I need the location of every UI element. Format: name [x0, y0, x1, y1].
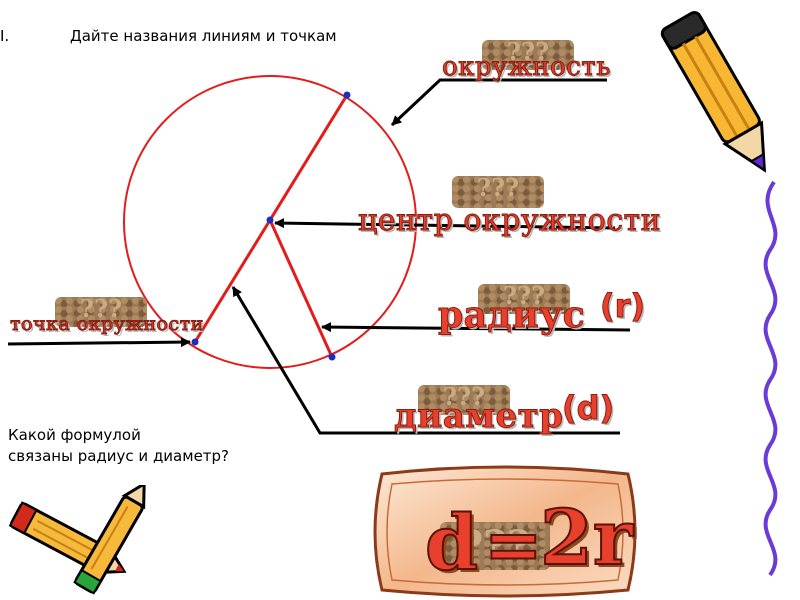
arrow-to-diameter — [231, 286, 620, 435]
label-radius: радиус — [437, 294, 586, 337]
question-line-1: Какой формулой — [8, 426, 141, 444]
question-text: Какой формулой связаны радиус и диаметр? — [8, 425, 229, 467]
mystery-box-center: ??? — [452, 176, 544, 208]
arrow-to-circle — [390, 78, 607, 127]
formula-left: d — [424, 498, 479, 587]
point-bottom — [328, 353, 336, 361]
label-center: центр окружности — [357, 203, 662, 239]
circle-outline — [123, 75, 417, 369]
label-radius-symbol: (r) — [599, 287, 646, 326]
arrow-to-center — [274, 218, 616, 230]
formula-mystery-box: ??? — [440, 522, 550, 570]
question-line-2: связаны радиус и диаметр? — [8, 447, 230, 465]
mystery-box-diameter: ??? — [418, 385, 510, 415]
section-number: I. — [0, 27, 10, 45]
formula-equals: = — [483, 503, 544, 586]
task-heading: Дайте названия линиям и точкам — [70, 27, 337, 45]
label-point: точка окружности — [10, 313, 204, 336]
label-diameter: диаметр — [393, 396, 564, 437]
center-point — [266, 216, 274, 224]
mystery-box-point: ??? — [55, 297, 147, 327]
arrow-to-radius — [321, 322, 631, 333]
crayons-icon — [8, 485, 146, 595]
mystery-box-circle: ??? — [482, 40, 574, 70]
point-top — [343, 91, 351, 99]
arrow-to-point — [7, 337, 191, 348]
mystery-box-radius: ??? — [478, 284, 570, 314]
pencil-icon — [660, 11, 767, 173]
label-diameter-symbol: (d) — [561, 389, 615, 428]
point-left — [191, 338, 199, 346]
squiggle-decoration — [763, 180, 778, 577]
label-circle: окружность — [442, 52, 611, 83]
formula-right: 2r — [539, 493, 634, 582]
radius-line — [268, 219, 334, 358]
